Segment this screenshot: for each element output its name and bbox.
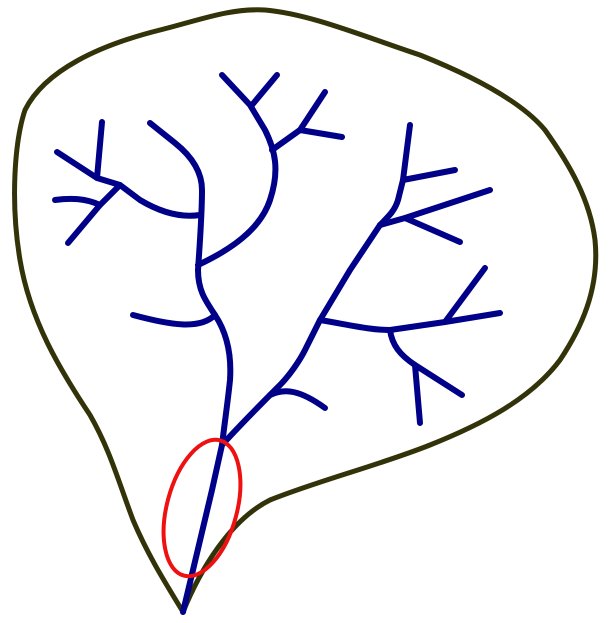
right-tributary-b-spur (405, 218, 460, 242)
right-lower-spur (415, 365, 420, 423)
center-right-spur-c (300, 130, 342, 137)
center-right-spur-a (252, 75, 277, 105)
center-right-spur-b (272, 92, 325, 150)
watershed-boundary (15, 10, 596, 612)
right-middle-branch (320, 313, 500, 330)
left-upper-spur-c (55, 199, 100, 205)
outlet-highlight-ellipse (150, 431, 254, 584)
right-lower-branch (390, 330, 462, 395)
left-upper-branch (57, 152, 200, 216)
right-trunk-upper (380, 125, 410, 225)
left-upper-spur-b (68, 185, 120, 243)
stream-network (55, 75, 500, 612)
center-right-branch (198, 75, 275, 265)
right-trunk (222, 225, 380, 445)
left-middle-branch (133, 315, 215, 324)
small-lower-branch (270, 391, 325, 408)
left-upper-spur-a (97, 122, 102, 178)
right-tributary-a (403, 170, 455, 180)
center-upper-trunk (150, 123, 202, 270)
